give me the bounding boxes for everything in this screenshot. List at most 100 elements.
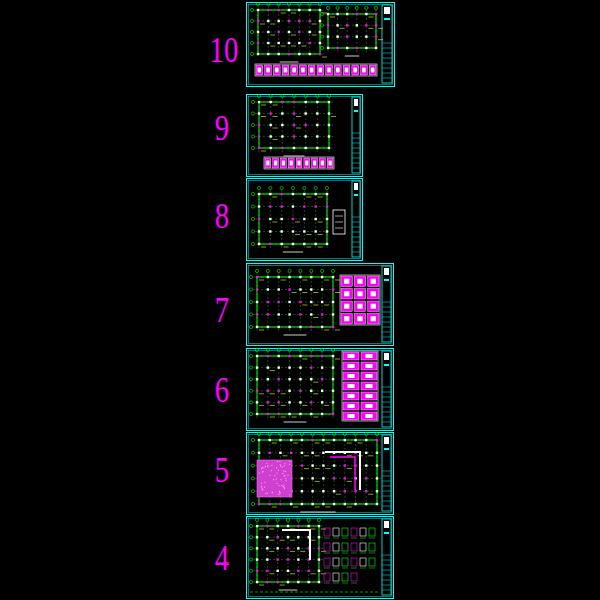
column-mark — [321, 301, 323, 303]
axis-line — [312, 436, 313, 508]
axis-bubble — [316, 94, 319, 97]
detail-line — [351, 583, 357, 584]
title-row — [382, 312, 391, 313]
column-mark — [307, 581, 309, 583]
axis-bubble — [249, 580, 252, 583]
schedule-cell — [334, 65, 341, 75]
column-mark — [267, 276, 269, 278]
axis-line — [253, 559, 323, 560]
beam-note — [281, 13, 286, 14]
axis-bubble — [250, 19, 253, 22]
section-mark — [365, 354, 372, 358]
axis-bubble — [320, 46, 323, 49]
schedule-table — [342, 351, 378, 421]
column-mark — [293, 101, 295, 103]
column-mark — [310, 313, 312, 315]
raft-region — [257, 460, 292, 497]
column-mark — [365, 13, 367, 15]
title-row — [352, 222, 360, 223]
column-mark — [267, 355, 269, 357]
axis-bubble — [255, 518, 258, 521]
beam-note — [318, 222, 323, 223]
schedule-cell — [319, 158, 325, 168]
column-mark — [318, 570, 320, 572]
section-mark — [345, 68, 348, 73]
column-mark — [269, 452, 271, 454]
section-mark — [284, 68, 287, 73]
title-bar — [354, 194, 358, 196]
schedule-cell — [256, 65, 263, 75]
axis-bubble — [251, 451, 254, 454]
section-mark — [357, 291, 362, 296]
axis-bubble — [365, 6, 368, 9]
sheet-inner-border — [249, 519, 392, 597]
plan-caption — [283, 252, 303, 253]
column-mark — [344, 477, 346, 479]
sheet-inner-border — [249, 5, 393, 85]
schedule-cell — [291, 65, 298, 75]
axis-bubble — [331, 269, 334, 272]
axis-line — [344, 436, 345, 508]
beam-note — [368, 17, 373, 18]
column-mark — [318, 536, 320, 538]
column-mark — [287, 547, 289, 549]
column-mark — [266, 581, 268, 583]
column-mark — [257, 53, 259, 55]
column-mark — [299, 401, 301, 403]
title-row — [382, 565, 391, 566]
title-logo — [384, 268, 389, 275]
axis-line — [300, 352, 301, 418]
column-mark — [356, 47, 358, 49]
column-mark — [304, 124, 306, 126]
sheet-number: 8 — [215, 198, 229, 234]
column-mark — [375, 35, 377, 37]
title-row — [382, 322, 391, 323]
column-mark — [332, 313, 334, 315]
column-mark — [375, 13, 377, 15]
hatch-dot — [272, 492, 273, 493]
schedule-cell — [361, 372, 377, 380]
section-mark — [313, 161, 316, 166]
title-row — [382, 407, 391, 408]
foundation-detail — [360, 558, 366, 566]
axis-line — [289, 273, 290, 331]
axis-bubble — [327, 94, 330, 97]
title-row — [382, 68, 392, 69]
axis-bubble — [320, 12, 323, 15]
axis-bubble — [249, 378, 252, 381]
column-mark — [365, 490, 367, 492]
sheet-number: 9 — [215, 110, 229, 146]
column-mark — [327, 35, 329, 37]
column-mark — [269, 218, 271, 220]
beam-note — [318, 197, 323, 198]
axis-line — [311, 273, 312, 331]
column-mark — [356, 24, 358, 26]
column-mark — [276, 525, 278, 527]
axis-line — [299, 6, 300, 58]
schedule-cell — [296, 158, 302, 168]
foundation-detail — [324, 573, 330, 581]
hatch-dot — [282, 473, 283, 474]
section-mark — [321, 161, 324, 166]
section-mark — [357, 279, 362, 284]
hatch-dot — [280, 466, 281, 467]
section-mark — [347, 404, 354, 408]
hatch-dot — [286, 480, 287, 481]
title-row — [352, 237, 360, 238]
column-mark — [336, 35, 338, 37]
hatch-dot — [266, 463, 267, 464]
axis-bubble — [300, 432, 303, 435]
column-mark — [316, 147, 318, 149]
detail-line — [342, 538, 348, 539]
title-row — [352, 148, 360, 149]
column-mark — [276, 558, 278, 560]
section-mark — [301, 68, 304, 73]
axis-line — [293, 190, 294, 248]
schedule-table — [340, 275, 380, 325]
beam-note — [321, 529, 326, 530]
axis-bubble — [280, 186, 283, 189]
axis-line — [281, 190, 282, 248]
column-mark — [304, 101, 306, 103]
title-row — [382, 506, 391, 507]
title-logo — [384, 437, 389, 444]
